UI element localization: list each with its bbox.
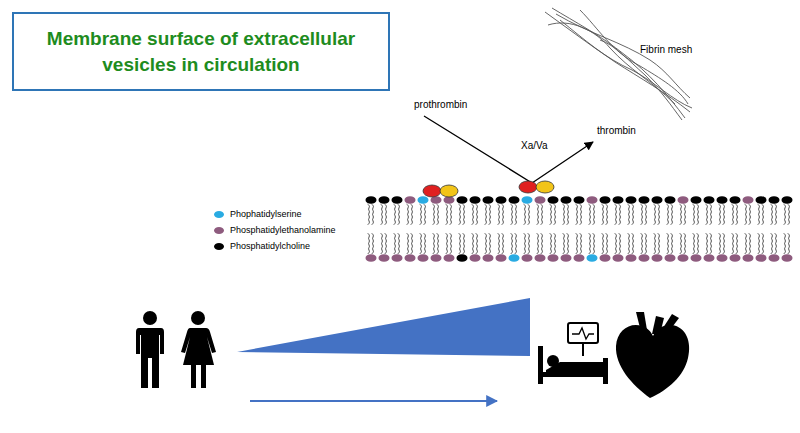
heart-icon [616,312,689,398]
progression-arrow [250,400,497,402]
legend-text: Phosphatidylethanolamine [230,225,336,235]
legend-text: Phophatidylserine [230,209,302,219]
hospital-bed-icon [538,323,608,384]
reaction-arrow [424,116,593,183]
people-icon [136,311,216,388]
legend-swatch [214,243,224,250]
label: thrombin [597,125,636,137]
label: Xa/Va [521,140,548,152]
title: Membrane surface of extracellular vesicl… [26,26,376,77]
legend-entry: Phosphatidylcholine [214,241,310,251]
label: Fibrin mesh [640,44,692,56]
label: prothrombin [414,99,467,111]
lipid-bilayer [366,196,793,262]
xa-va-complex [423,181,554,197]
legend-text: Phosphatidylcholine [230,241,310,251]
legend-entry: Phosphatidylethanolamine [214,225,336,235]
title-box: Membrane surface of extracellular vesicl… [12,12,390,91]
legend-entry: Phophatidylserine [214,209,302,219]
legend-swatch [214,227,224,234]
increase-wedge [237,298,530,356]
legend-swatch [214,211,224,218]
fibrin-mesh [545,8,692,120]
